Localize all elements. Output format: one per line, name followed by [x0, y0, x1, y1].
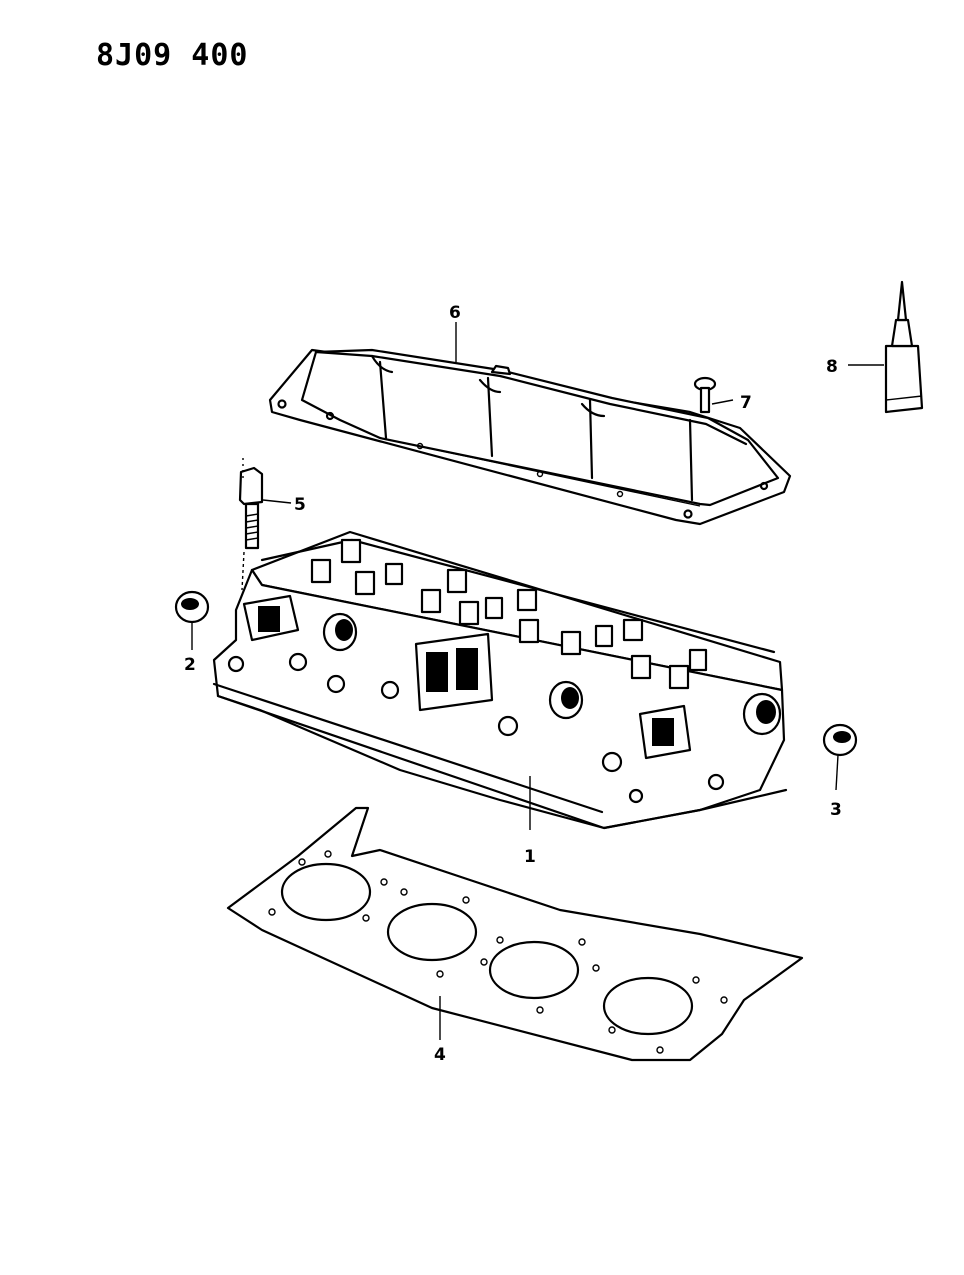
callout-2: 2 [184, 655, 196, 675]
head-bolt[interactable] [238, 458, 264, 591]
sealant-tube[interactable] [884, 280, 924, 414]
callout-3: 3 [830, 800, 842, 820]
cylinder-head[interactable] [212, 530, 788, 830]
callout-6: 6 [449, 303, 461, 323]
core-plug-left[interactable] [174, 590, 210, 650]
head-gasket[interactable] [226, 806, 804, 1062]
callout-5: 5 [294, 495, 306, 515]
diagram-code: 8J09 400 [96, 38, 249, 73]
callout-labels: 1 2 3 4 5 6 7 8 [184, 303, 842, 1065]
callout-1: 1 [524, 847, 536, 867]
leader-lines [262, 322, 884, 1040]
core-plug-right[interactable] [822, 723, 858, 791]
cover-screw[interactable] [693, 376, 717, 414]
valve-cover[interactable] [268, 348, 792, 526]
callout-7: 7 [740, 393, 752, 413]
callout-4: 4 [434, 1045, 446, 1065]
callout-8: 8 [826, 357, 838, 377]
